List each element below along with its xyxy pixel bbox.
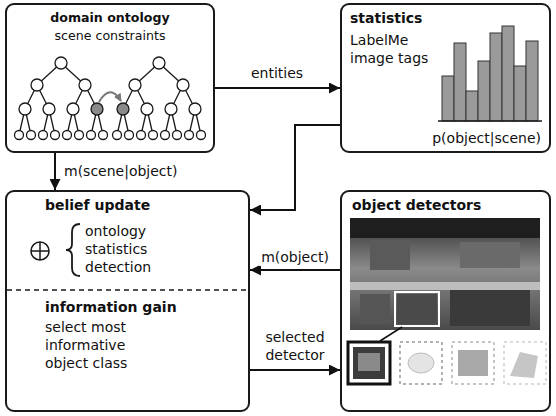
list-item: statistics: [85, 240, 147, 258]
box-text: LabelMe image tags: [350, 31, 442, 67]
belief-box: belief update ontologystatisticsdetection…: [5, 190, 250, 412]
list-item: ontology: [85, 222, 146, 240]
connector-arrow: [250, 269, 340, 271]
axis-label: p(object|scene): [432, 129, 541, 147]
list-item: detection: [85, 258, 151, 276]
box-heading: domain ontology: [7, 9, 213, 27]
histogram: [438, 26, 542, 121]
box-text: scene constraints: [7, 27, 213, 45]
edge-label: m(scene|object): [62, 162, 180, 180]
divider-line: [7, 289, 248, 291]
edge-label: m(object): [259, 248, 331, 266]
box-heading: information gain: [45, 298, 177, 316]
detector-box: object detectors: [340, 190, 551, 412]
ontology-tree: [15, 57, 206, 140]
connector-arrow: [250, 369, 340, 371]
kitchen-photo: [348, 218, 546, 384]
box-heading: object detectors: [352, 196, 481, 214]
connector-arrow: [250, 125, 340, 210]
ontology-box: domain ontologyscene constraints: [5, 3, 215, 153]
combine-symbol: [31, 224, 80, 276]
edge-label: selected detector: [250, 328, 340, 364]
box-text: select most informative object class: [45, 318, 157, 372]
connector-arrow: [215, 87, 340, 89]
edge-label: entities: [249, 64, 305, 82]
connector-arrow: [54, 153, 56, 190]
box-heading: belief update: [45, 196, 150, 214]
statistics-box: statisticsLabelMe image tags p(object|sce…: [340, 3, 551, 153]
box-heading: statistics: [350, 9, 422, 27]
